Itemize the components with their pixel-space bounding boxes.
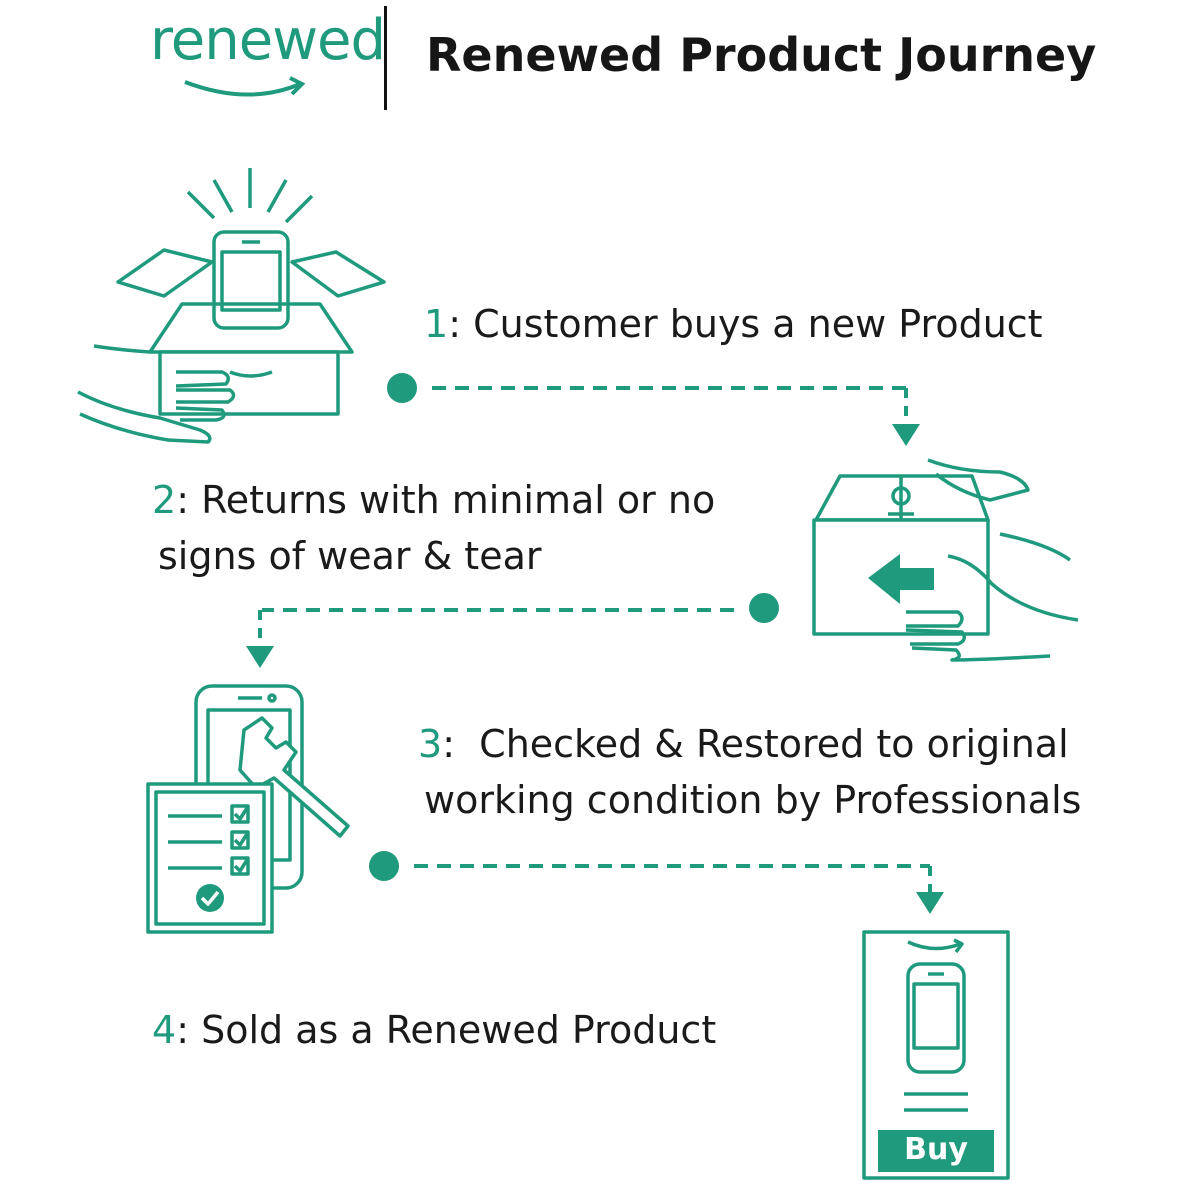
smartphone-box-icon bbox=[77, 168, 386, 444]
step-2-text-line2: signs of wear & tear bbox=[158, 534, 542, 578]
repair-checklist-icon bbox=[146, 684, 350, 934]
buy-listing-icon bbox=[862, 930, 1010, 1180]
step-3-text-line1: Checked & Restored to original bbox=[455, 722, 1069, 766]
step-2-text-line1: Returns with minimal or no bbox=[189, 478, 716, 522]
brand-wordmark: renewed bbox=[150, 8, 386, 73]
step-4-text: Sold as a Renewed Product bbox=[189, 1008, 717, 1052]
header-divider bbox=[384, 6, 387, 110]
step-1-text: Customer buys a new Product bbox=[461, 302, 1043, 346]
step-4-sep: : bbox=[176, 1008, 189, 1052]
step-2: 2: Returns with minimal or no signs of w… bbox=[152, 472, 715, 584]
step-2-number: 2 bbox=[152, 478, 177, 522]
step-3: 3: Checked & Restored to original workin… bbox=[418, 716, 1081, 828]
step-3-number: 3 bbox=[418, 722, 443, 766]
connector-3 bbox=[369, 851, 944, 914]
step-1-sep: : bbox=[448, 302, 461, 346]
step-1-number: 1 bbox=[424, 302, 449, 346]
buy-button[interactable]: Buy bbox=[878, 1130, 994, 1172]
smile-logo-icon bbox=[184, 80, 301, 97]
step-4: 4: Sold as a Renewed Product bbox=[152, 1002, 716, 1058]
smile-arrow-icon bbox=[289, 76, 306, 96]
connector-2 bbox=[246, 593, 779, 668]
renewed-logo: renewed bbox=[150, 8, 386, 73]
page-title: Renewed Product Journey bbox=[426, 28, 1097, 82]
step-3-sep: : bbox=[442, 722, 455, 766]
connector-1 bbox=[387, 373, 920, 446]
step-2-sep: : bbox=[176, 478, 189, 522]
return-box-icon bbox=[812, 458, 1079, 662]
step-4-number: 4 bbox=[152, 1008, 177, 1052]
step-1: 1: Customer buys a new Product bbox=[424, 296, 1043, 352]
step-3-text-line2: working condition by Professionals bbox=[424, 778, 1082, 822]
